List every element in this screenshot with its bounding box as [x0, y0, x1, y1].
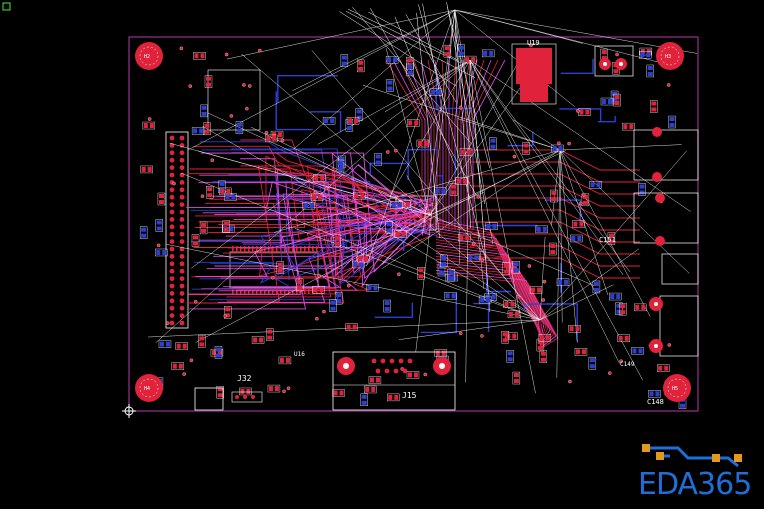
j32-label: J32	[237, 374, 252, 383]
j32-connector[interactable]: J32	[194, 374, 263, 411]
corner-marker-icon	[2, 2, 11, 11]
mounting-hole[interactable]: H2	[135, 42, 163, 70]
origin-marker-icon	[122, 404, 136, 418]
logo-text: EDA365	[638, 467, 752, 502]
mounting-hole-label: H5	[672, 386, 678, 392]
c148-label: C148	[647, 398, 664, 406]
c151-label: C151	[599, 236, 616, 244]
eda365-logo: EDA365	[636, 440, 756, 504]
smd-components[interactable]	[139, 43, 687, 409]
mounting-hole[interactable]: H3	[656, 42, 684, 70]
mounting-hole-label: H3	[665, 54, 671, 60]
u16-label: U16	[294, 351, 305, 358]
u19-component[interactable]: U19	[511, 39, 557, 105]
c149-label: C149	[620, 361, 635, 368]
j15-label: J15	[402, 391, 417, 400]
left-header-connector[interactable]	[165, 131, 189, 329]
ic-upper-left[interactable]	[207, 69, 261, 131]
mounting-hole[interactable]: H4	[135, 374, 163, 402]
ratsnest-lines	[148, 2, 698, 394]
power-connector[interactable]	[594, 45, 634, 77]
j15-connector[interactable]: J15	[332, 351, 456, 411]
mounting-hole-label: H4	[144, 386, 150, 392]
u19-label: U19	[527, 39, 540, 47]
mounting-hole[interactable]: H5	[663, 374, 691, 402]
routed-traces	[186, 58, 640, 350]
circuit-trace-icon	[642, 444, 742, 468]
right-connectors[interactable]	[633, 127, 699, 357]
mounting-hole-label: H2	[144, 54, 150, 60]
